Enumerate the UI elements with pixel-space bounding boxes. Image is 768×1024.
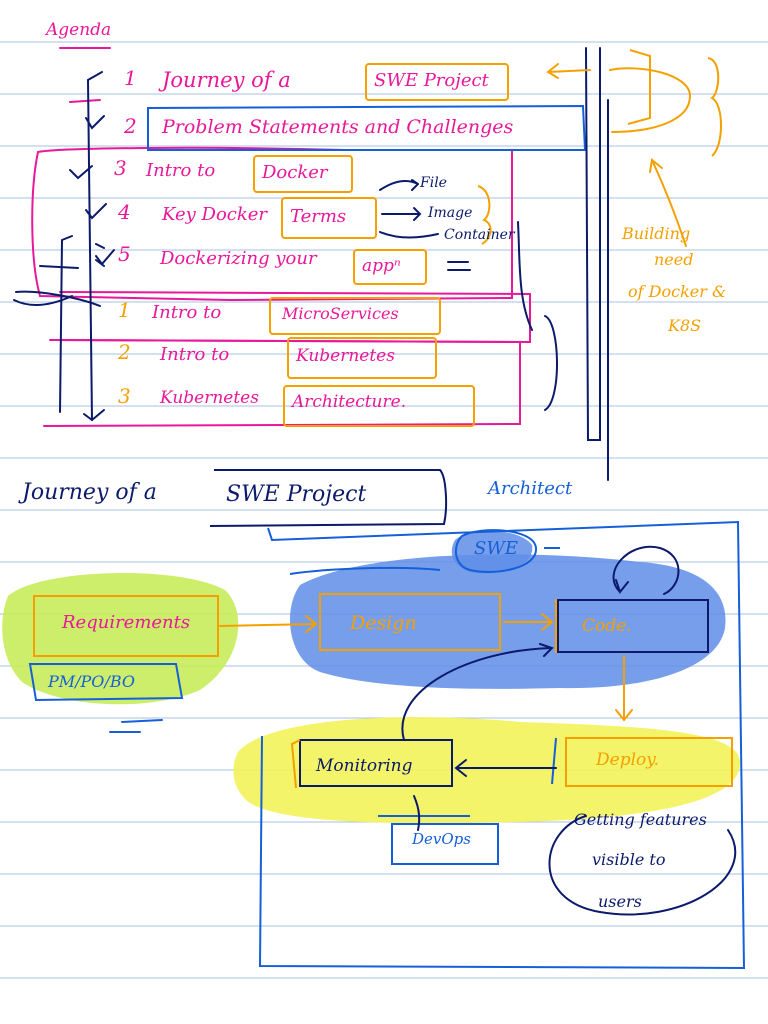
section-title-boxed: SWE Project <box>226 482 367 507</box>
deploy-label: Deploy. <box>596 750 659 770</box>
agenda-item-1-text: Journey of a <box>162 68 291 92</box>
monitoring-label: Monitoring <box>316 756 413 776</box>
agenda-orange-arrows <box>546 63 692 247</box>
green-highlight <box>2 572 239 705</box>
agenda-item-5-number: 5 <box>118 242 131 266</box>
agenda-item-5-boxed: appⁿ <box>362 256 401 276</box>
agenda-navy-strokes <box>13 47 609 481</box>
design-label: Design <box>350 612 417 634</box>
agenda-item-1-boxed: SWE Project <box>374 70 489 91</box>
term-file: File <box>420 175 447 191</box>
diagram-arrows <box>109 545 736 916</box>
sub-item-1-boxed: MicroServices <box>282 304 399 323</box>
design-swoosh <box>289 566 441 575</box>
section-title-box <box>209 469 448 527</box>
problem-statement-box <box>147 104 587 151</box>
agenda-item-4-boxed: Terms <box>290 206 347 227</box>
agenda-item-3-text: Intro to <box>146 160 216 181</box>
agenda-orange-boxes <box>253 49 722 427</box>
sub-item-1-number: 1 <box>118 298 131 322</box>
architect-frame <box>258 520 746 970</box>
requirements-label: Requirements <box>62 612 191 633</box>
note-line-3: users <box>598 892 642 911</box>
side-note-line-2: need <box>654 250 694 269</box>
agenda-item-2-text: Problem Statements and Challenges <box>162 116 514 138</box>
agenda-item-2-number: 2 <box>124 114 137 138</box>
note-line-2: visible to <box>592 850 666 869</box>
roles-label: PM/PO/BO <box>48 672 135 691</box>
devops-label: DevOps <box>412 830 471 848</box>
side-note-line-1: Building <box>622 224 691 243</box>
agenda-item-5-text: Dockerizing your <box>160 248 317 269</box>
term-container: Container <box>444 227 515 243</box>
term-image: Image <box>428 205 473 221</box>
ruled-lines <box>0 41 768 979</box>
swe-label: SWE <box>474 538 518 559</box>
agenda-item-4-text: Key Docker <box>162 204 268 225</box>
side-note-line-3: of Docker & <box>628 282 727 301</box>
sub-item-2-text: Intro to <box>160 344 230 365</box>
sub-item-1-text: Intro to <box>152 302 222 323</box>
side-note-line-4: K8S <box>668 316 702 335</box>
code-label: Code. <box>582 616 632 636</box>
blue-highlight-top <box>451 530 533 574</box>
sub-item-3-text: Kubernetes <box>160 388 259 408</box>
sub-item-3-boxed: Architecture. <box>292 392 407 412</box>
agenda-item-1-number: 1 <box>124 66 137 90</box>
swe-oval <box>454 529 538 573</box>
agenda-heading: Agenda <box>46 20 112 40</box>
note-line-1: Getting features <box>574 810 707 829</box>
agenda-item-3-number: 3 <box>114 156 127 180</box>
agenda-item-4-number: 4 <box>118 200 131 224</box>
sub-item-3-number: 3 <box>118 384 131 408</box>
sub-item-2-boxed: Kubernetes <box>296 346 395 366</box>
architect-label: Architect <box>488 478 573 499</box>
agenda-item-3-boxed: Docker <box>262 162 328 183</box>
diagram-boxes <box>28 593 733 865</box>
section-title-prefix: Journey of a <box>22 480 157 505</box>
sub-item-2-number: 2 <box>118 340 131 364</box>
yellow-highlight <box>233 717 741 824</box>
